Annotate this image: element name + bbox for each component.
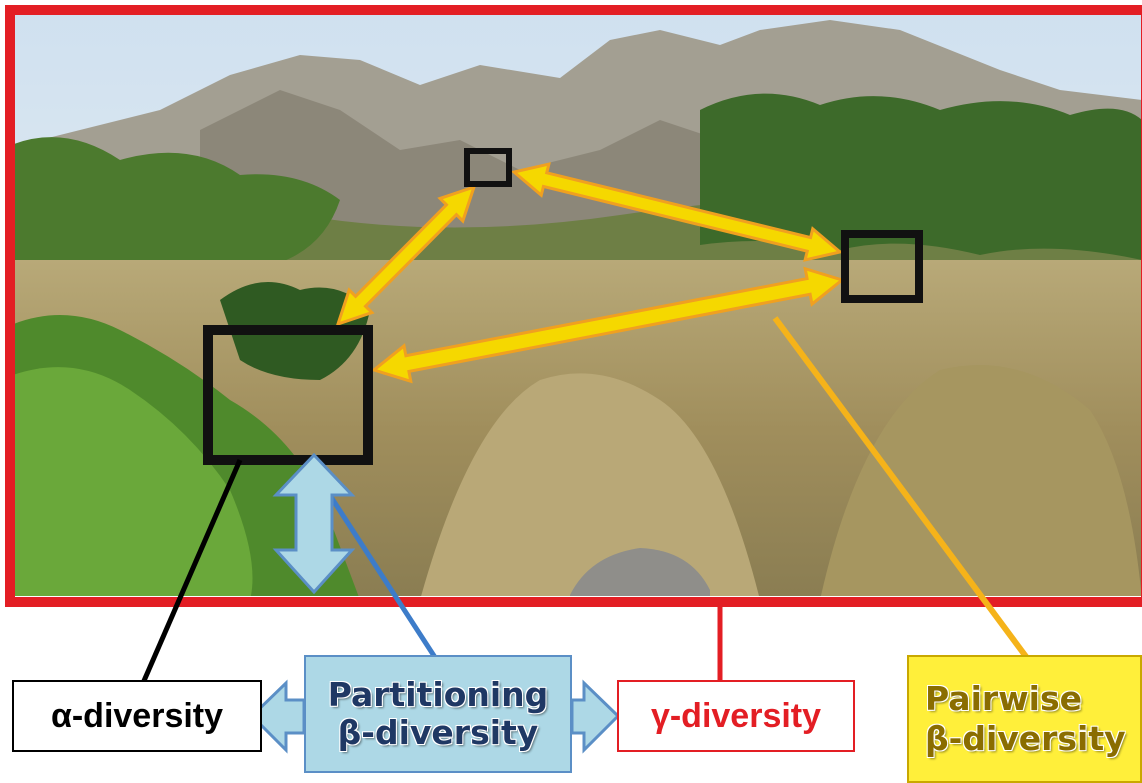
- rock: [570, 548, 710, 596]
- partitioning-label-line1: Partitioning: [327, 675, 549, 715]
- landscape-photo: [14, 14, 1142, 596]
- arrow-small-to-large: [335, 184, 477, 327]
- alpha-diversity-label: α-diversity: [50, 696, 224, 735]
- medium-plot: [841, 230, 923, 303]
- partitioning-label-line2: β-diversity: [337, 713, 539, 752]
- pairwise-label-line2: β-diversity: [925, 719, 1126, 758]
- pairwise-connector: [772, 316, 1033, 664]
- small-plot: [464, 148, 512, 187]
- alpha-diversity-box: α-diversity: [12, 680, 262, 752]
- pairwise-beta-box: Pairwise β-diversity: [907, 655, 1142, 783]
- gamma-frame: [5, 5, 1142, 607]
- grass-tufts: [421, 373, 759, 596]
- partition-right-arrow: [570, 679, 621, 754]
- arrow-small-to-medium: [510, 162, 844, 262]
- pairwise-label-line1: Pairwise: [925, 679, 1082, 719]
- pine-trees: [700, 93, 1142, 260]
- large-plot: [203, 325, 373, 465]
- gamma-diversity-box: γ-diversity: [617, 680, 855, 752]
- grass-tufts-right: [820, 365, 1142, 596]
- gamma-diversity-label: γ-diversity: [650, 696, 822, 735]
- pairwise-arrows: [335, 162, 846, 384]
- partition-connector: [317, 478, 441, 664]
- partition-vertical-arrow: [272, 452, 356, 595]
- foreground-bushes-highlight: [14, 367, 253, 596]
- partitioning-beta-box: Partitioning β-diversity: [304, 655, 572, 773]
- alpha-connector: [137, 459, 243, 691]
